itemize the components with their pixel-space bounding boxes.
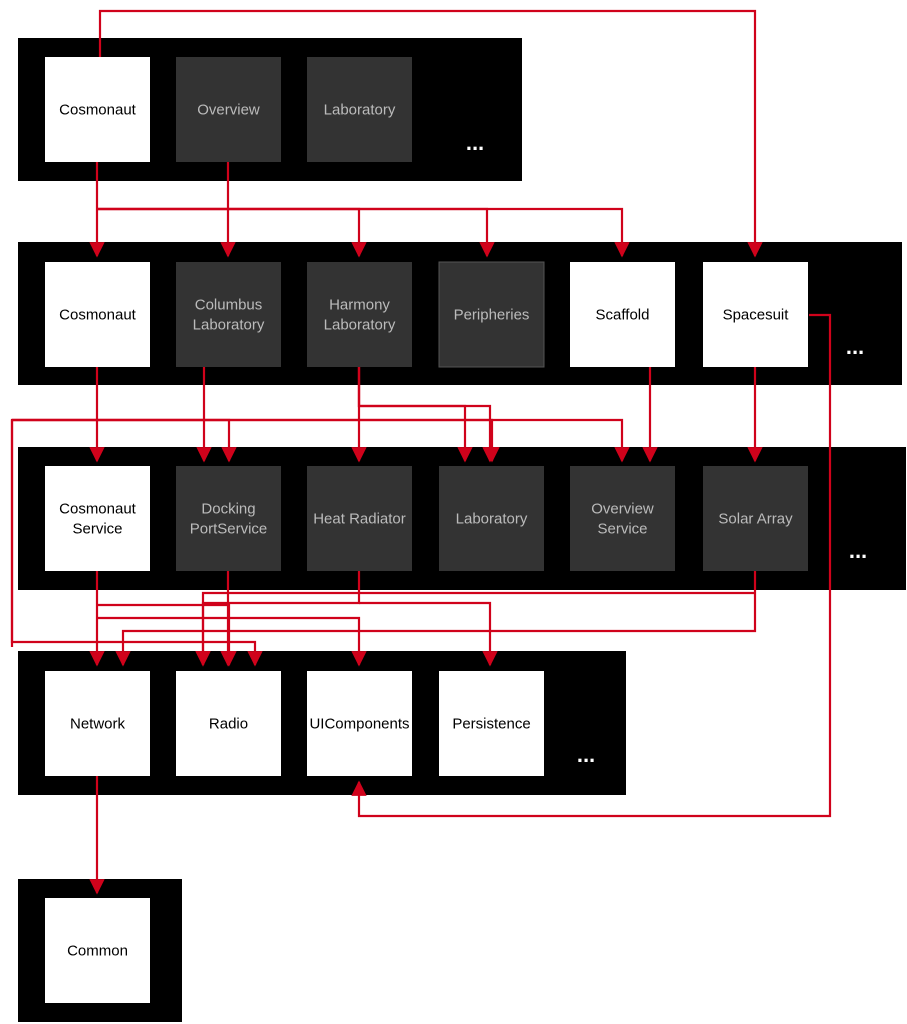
module-label: Radio bbox=[209, 716, 248, 733]
edge-app-cosmonaut-to-feat-spacesuit bbox=[98, 9, 763, 258]
edge-svc-cosmonaut-to-core-ui bbox=[97, 616, 367, 667]
module-box bbox=[45, 671, 150, 776]
module-feat-spacesuit[interactable]: Spacesuit bbox=[703, 262, 808, 367]
module-app-cosmonaut[interactable]: Cosmonaut bbox=[45, 57, 150, 162]
more-modules-ellipsis: ... bbox=[466, 130, 484, 155]
edge-feat-harmony-to-svc-overview bbox=[357, 367, 498, 463]
module-label: Columbus bbox=[195, 297, 263, 314]
module-label: Cosmonaut bbox=[59, 102, 137, 119]
module-box bbox=[439, 466, 544, 571]
module-svc-heat[interactable]: Heat Radiator bbox=[307, 466, 412, 571]
module-box bbox=[307, 57, 412, 162]
module-label: Overview bbox=[197, 102, 260, 119]
more-modules-ellipsis: ... bbox=[849, 538, 867, 563]
module-box bbox=[570, 466, 675, 571]
more-modules-ellipsis: ... bbox=[577, 742, 595, 767]
module-box bbox=[45, 898, 150, 1003]
module-box bbox=[45, 466, 150, 571]
module-box bbox=[45, 262, 150, 367]
module-box bbox=[176, 262, 281, 367]
module-box bbox=[176, 466, 281, 571]
module-box bbox=[176, 57, 281, 162]
module-label: Scaffold bbox=[596, 307, 650, 324]
module-common-common[interactable]: Common bbox=[45, 898, 150, 1003]
module-label: Harmony bbox=[329, 297, 390, 314]
edge-app-cosmonaut-to-feat-scaffold bbox=[97, 207, 630, 258]
module-box bbox=[438, 261, 545, 368]
edge-svc-heat-to-core-persistence bbox=[359, 601, 498, 667]
module-label: Service bbox=[72, 521, 122, 538]
module-label: Spacesuit bbox=[723, 307, 790, 324]
more-modules-ellipsis: ... bbox=[846, 334, 864, 359]
edge-svc-solar-to-core-network bbox=[115, 571, 757, 667]
module-label: Persistence bbox=[452, 716, 530, 733]
module-svc-laboratory[interactable]: Laboratory bbox=[439, 466, 544, 571]
module-label: Service bbox=[597, 521, 647, 538]
module-box bbox=[45, 57, 150, 162]
module-box bbox=[307, 262, 412, 367]
module-core-network[interactable]: Network bbox=[45, 671, 150, 776]
module-label: Overview bbox=[591, 501, 654, 518]
module-core-radio[interactable]: Radio bbox=[176, 671, 281, 776]
module-box bbox=[703, 262, 808, 367]
module-feat-scaffold[interactable]: Scaffold bbox=[570, 262, 675, 367]
module-label: Cosmonaut bbox=[59, 307, 137, 324]
module-box bbox=[307, 671, 412, 776]
module-label: Laboratory bbox=[456, 511, 528, 528]
module-label: Cosmonaut bbox=[59, 501, 137, 518]
module-label: Laboratory bbox=[324, 102, 396, 119]
module-label: Docking bbox=[201, 501, 255, 518]
edge-loop-left-lab bbox=[12, 418, 500, 463]
edge-feat-spacesuit-to-core-ui bbox=[351, 313, 832, 818]
module-box bbox=[703, 466, 808, 571]
module-app-overview[interactable]: Overview bbox=[176, 57, 281, 162]
module-box bbox=[439, 671, 544, 776]
module-core-persistence[interactable]: Persistence bbox=[439, 671, 544, 776]
module-box bbox=[307, 466, 412, 571]
module-feat-peripheries[interactable]: Peripheries bbox=[438, 261, 545, 368]
module-core-ui[interactable]: UIComponents bbox=[307, 671, 412, 776]
module-label: Laboratory bbox=[324, 317, 396, 334]
module-label: Solar Array bbox=[718, 511, 793, 528]
edge-loop-bottom bbox=[10, 420, 263, 667]
module-box bbox=[570, 262, 675, 367]
module-svc-solar[interactable]: Solar Array bbox=[703, 466, 808, 571]
module-app-laboratory[interactable]: Laboratory bbox=[307, 57, 412, 162]
module-label: Network bbox=[70, 716, 126, 733]
module-box bbox=[176, 671, 281, 776]
module-label: Common bbox=[67, 943, 128, 960]
module-label: UIComponents bbox=[309, 716, 409, 733]
module-label: Peripheries bbox=[454, 307, 530, 324]
module-feat-cosmonaut[interactable]: Cosmonaut bbox=[45, 262, 150, 367]
dependency-arrows bbox=[10, 9, 832, 895]
module-label: Laboratory bbox=[193, 317, 265, 334]
module-label: PortService bbox=[190, 521, 268, 538]
module-label: Heat Radiator bbox=[313, 511, 406, 528]
